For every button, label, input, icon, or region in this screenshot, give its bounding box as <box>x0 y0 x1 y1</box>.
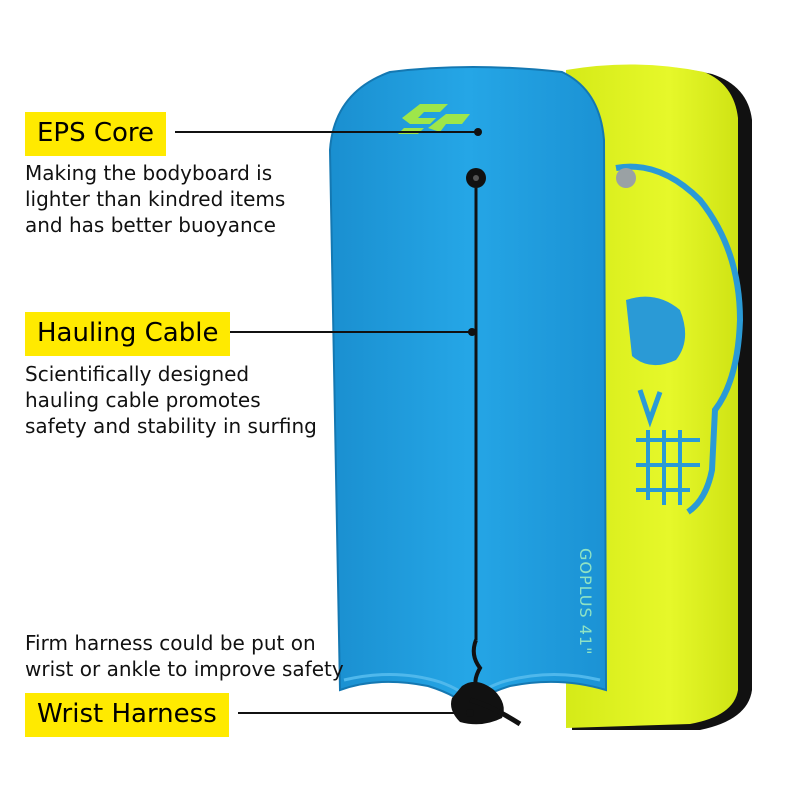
skull-graphic <box>615 163 744 515</box>
eps-core-line-3: and has better buoyance <box>25 213 276 237</box>
wrist-harness-line-2: wrist or ankle to improve safety <box>25 657 344 681</box>
leash-plug <box>616 168 636 188</box>
eps-core-description: Making the bodyboard is lighter than kin… <box>25 160 285 238</box>
wrist-harness-description: Firm harness could be put on wrist or an… <box>25 630 344 682</box>
hauling-cable-description: Scientifically designed hauling cable pr… <box>25 361 317 439</box>
hauling-cable <box>466 168 486 692</box>
eps-core-label: EPS Core <box>25 112 167 156</box>
wrist-harness-label: Wrist Harness <box>25 693 229 737</box>
hauling-cable-line-2: hauling cable promotes <box>25 388 261 412</box>
hauling-cable-line-1: Scientifically designed <box>25 362 250 386</box>
front-board <box>328 66 608 712</box>
wrist-harness <box>451 681 522 727</box>
board-brand-text: GOPLUS 41" <box>576 548 595 655</box>
back-board <box>566 64 752 730</box>
wrist-harness-line-1: Firm harness could be put on <box>25 631 316 655</box>
leader-lines <box>175 128 482 717</box>
eps-core-line-2: lighter than kindred items <box>25 187 286 211</box>
hauling-cable-label: Hauling Cable <box>25 312 231 356</box>
hauling-cable-line-3: safety and stability in surfing <box>25 414 317 438</box>
eps-core-line-1: Making the bodyboard is <box>25 161 273 185</box>
